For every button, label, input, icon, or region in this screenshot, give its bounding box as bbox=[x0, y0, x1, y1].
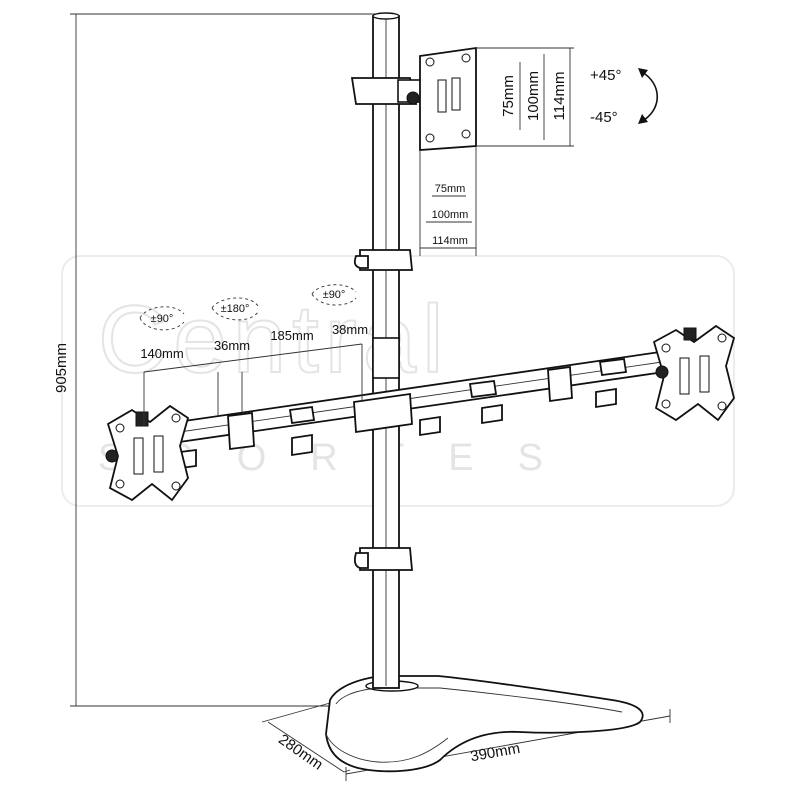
rotation-label-1: ±90° bbox=[151, 313, 174, 325]
top-monitor-mount bbox=[350, 46, 477, 151]
rotation-indicators: ±90° ±180° ±90° bbox=[139, 284, 357, 331]
vesa-large-height: 114mm bbox=[551, 72, 568, 121]
tilt-down-label: -45° bbox=[590, 109, 618, 126]
height-label: 905mm bbox=[53, 343, 70, 393]
arm-segment-2: 36mm bbox=[214, 338, 250, 353]
rotation-label-2: ±180° bbox=[221, 303, 250, 315]
arm-segment-4: 38mm bbox=[332, 322, 368, 337]
vesa-mid-width: 100mm bbox=[432, 209, 469, 221]
vesa-height-dimensions: 75mm 100mm 114mm bbox=[476, 47, 574, 147]
vesa-large-width: 114mm bbox=[432, 235, 468, 247]
arm-segment-1: 140mm bbox=[140, 346, 183, 361]
rotation-label-3: ±90° bbox=[323, 289, 346, 301]
tilt-up-label: +45° bbox=[590, 67, 621, 84]
base-width-label: 390mm bbox=[469, 740, 521, 765]
base-depth-label: 280mm bbox=[275, 731, 326, 774]
arm-segment-3: 185mm bbox=[270, 328, 313, 343]
tilt-indicator: +45° -45° bbox=[590, 67, 658, 126]
vesa-small-width: 75mm bbox=[435, 183, 466, 195]
height-dimension: 905mm bbox=[53, 13, 380, 707]
vesa-width-dimensions: 75mm 100mm 114mm bbox=[419, 146, 477, 256]
vesa-small-height: 75mm bbox=[500, 75, 517, 117]
left-monitor-mount bbox=[105, 404, 190, 502]
arm-dimensions: 140mm 36mm 185mm 38mm bbox=[140, 322, 368, 426]
cable-clips bbox=[353, 249, 413, 571]
vesa-mid-height: 100mm bbox=[525, 71, 542, 121]
right-monitor-mount bbox=[652, 324, 736, 422]
